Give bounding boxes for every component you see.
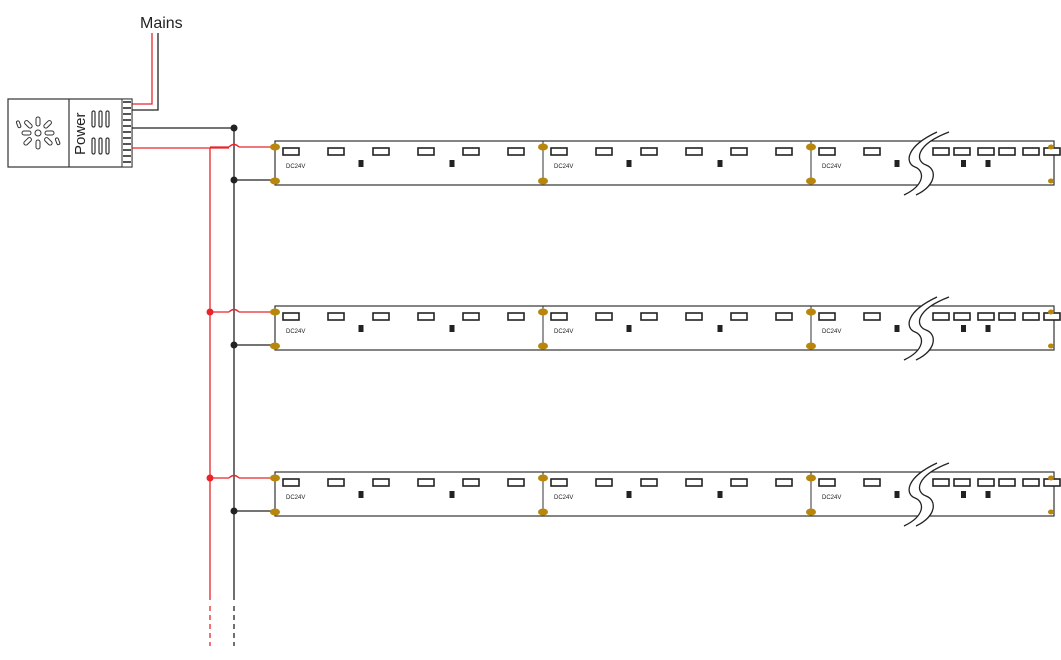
- strip-segment: DC24V: [538, 472, 793, 516]
- resistor: [717, 160, 723, 167]
- strip-break-mark: [903, 296, 950, 361]
- strip-break-mark: [903, 462, 950, 527]
- resistor: [449, 325, 455, 332]
- segment-voltage-label: DC24V: [554, 329, 573, 335]
- resistor: [894, 160, 900, 167]
- resistor: [894, 491, 900, 498]
- strip-segment: DC24V: [270, 474, 525, 516]
- resistor: [894, 325, 900, 332]
- segment-voltage-label: DC24V: [822, 329, 841, 335]
- positive-junction: [206, 308, 214, 316]
- strip-break-mark: [903, 131, 950, 196]
- power-label: Power: [72, 112, 89, 155]
- strip-segment: DC24V: [538, 141, 793, 185]
- resistor: [449, 491, 455, 498]
- segment-voltage-label: DC24V: [822, 495, 841, 501]
- strip-segment: DC24V: [538, 306, 793, 350]
- strip-segment: DC24V: [270, 143, 525, 185]
- resistor: [985, 160, 991, 167]
- resistor: [626, 160, 632, 167]
- segment-voltage-label: DC24V: [822, 164, 841, 170]
- terminal-block: [121, 98, 133, 168]
- resistor: [717, 491, 723, 498]
- strip-segment: DC24V: [806, 141, 1061, 185]
- led-strip: DC24V DC24V DC24V: [210, 131, 1061, 196]
- resistor: [717, 325, 723, 332]
- resistor: [358, 325, 364, 332]
- resistor: [985, 491, 991, 498]
- mains-wires: [124, 33, 159, 111]
- resistor: [358, 491, 364, 498]
- fan-icon: [15, 116, 61, 150]
- resistor: [358, 160, 364, 167]
- segment-voltage-label: DC24V: [286, 329, 305, 335]
- segment-voltage-label: DC24V: [554, 164, 573, 170]
- power-supply: Power: [7, 98, 133, 168]
- led-strip: DC24V DC24V DC24V: [206, 462, 1061, 527]
- vent-slots: [91, 110, 110, 155]
- strip-segment: DC24V: [270, 308, 525, 350]
- resistor: [985, 325, 991, 332]
- bus-wires: [132, 124, 238, 646]
- strip-segment: DC24V: [806, 306, 1061, 350]
- segment-voltage-label: DC24V: [286, 495, 305, 501]
- resistor: [626, 325, 632, 332]
- resistor: [961, 491, 966, 498]
- negative-junction: [230, 176, 238, 184]
- positive-junction: [206, 474, 214, 482]
- resistor: [961, 160, 966, 167]
- led-strip: DC24V DC24V DC24V: [206, 296, 1061, 361]
- resistor: [961, 325, 966, 332]
- segment-voltage-label: DC24V: [554, 495, 573, 501]
- negative-junction: [230, 341, 238, 349]
- segment-voltage-label: DC24V: [286, 164, 305, 170]
- mains-label: Mains: [140, 15, 183, 32]
- resistor: [449, 160, 455, 167]
- negative-junction: [230, 507, 238, 515]
- resistor: [626, 491, 632, 498]
